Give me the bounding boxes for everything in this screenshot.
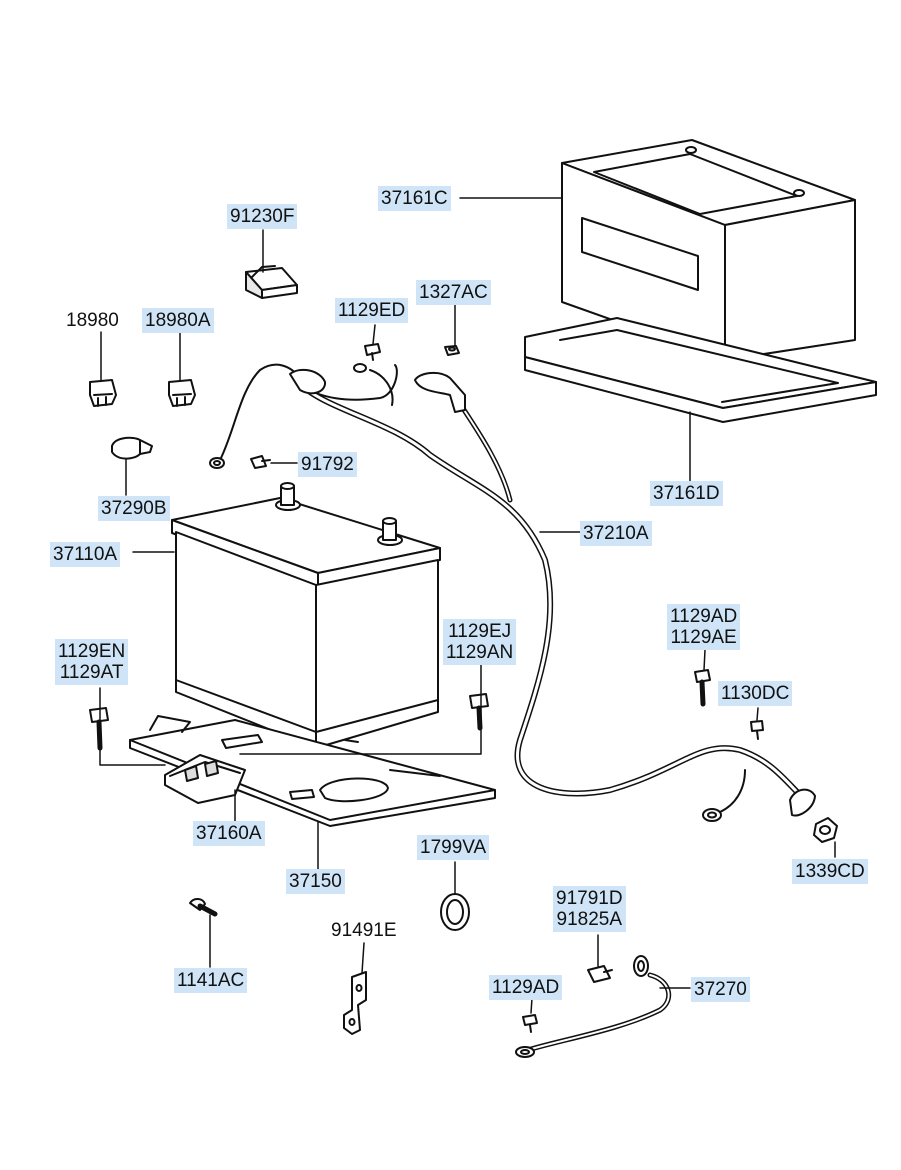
- label-1327AC: 1327AC: [416, 280, 491, 305]
- label-37161C: 37161C: [378, 186, 451, 211]
- label-1129EJ: 1129EJ: [448, 621, 512, 642]
- leader-lines: [99, 197, 836, 1014]
- label-37161D: 37161D: [650, 481, 723, 506]
- label-37150: 37150: [286, 869, 345, 894]
- ground-strap-37270[interactable]: [515, 955, 672, 1058]
- battery-tray-37161D[interactable]: [524, 317, 877, 423]
- label-1129ED: 1129ED: [335, 298, 409, 323]
- label-1129EJ-1129AN: 1129EJ 1129AN: [443, 619, 517, 665]
- label-91825A: 91825A: [556, 909, 623, 930]
- label-1129AE: 1129AE: [670, 627, 737, 648]
- bolt-1129AD-top[interactable]: [694, 669, 711, 707]
- ring-1799VA[interactable]: [440, 893, 470, 931]
- label-1339CD: 1339CD: [792, 859, 868, 884]
- clamp-37160A[interactable]: [164, 754, 246, 804]
- terminal-cap-37290B[interactable]: [111, 436, 153, 460]
- bracket-91491E[interactable]: [343, 971, 367, 1035]
- label-1130DC: 1130DC: [718, 681, 793, 706]
- bolt-1129ED[interactable]: [364, 343, 381, 361]
- battery-cable-37210A[interactable]: [209, 363, 816, 822]
- label-1129EN: 1129EN: [58, 641, 126, 662]
- bolt-1141AC[interactable]: [189, 898, 218, 917]
- nut-1339CD[interactable]: [813, 817, 838, 843]
- label-37210A: 37210A: [580, 521, 652, 546]
- label-37110A: 37110A: [50, 542, 121, 567]
- label-1129AD-top: 1129AD: [670, 606, 738, 627]
- bolt-91792[interactable]: [250, 455, 271, 469]
- label-91791D-91825A: 91791D 91825A: [553, 886, 626, 932]
- bolt-91791D[interactable]: [587, 965, 613, 983]
- clip-18980A[interactable]: [168, 379, 196, 407]
- battery-cover-37161C[interactable]: [561, 139, 856, 361]
- bolt-1129EJ[interactable]: [469, 693, 489, 731]
- label-1129AN: 1129AN: [446, 642, 514, 663]
- label-18980A: 18980A: [142, 308, 214, 333]
- label-1129EN-1129AT: 1129EN 1129AT: [55, 639, 129, 685]
- label-37290B: 37290B: [98, 496, 170, 521]
- label-91791D: 91791D: [556, 888, 623, 909]
- bolt-1130DC[interactable]: [750, 720, 764, 740]
- label-37270: 37270: [691, 977, 750, 1002]
- label-91792: 91792: [298, 452, 357, 477]
- bolt-1129AD-bottom[interactable]: [522, 1014, 538, 1033]
- label-1129AD-bottom: 1129AD: [489, 975, 563, 1000]
- label-1141AC: 1141AC: [174, 968, 248, 993]
- battery-37110A[interactable]: [171, 482, 441, 749]
- label-1129AT: 1129AT: [59, 662, 124, 683]
- battery-plate-37150[interactable]: [129, 715, 496, 827]
- fuse-91230F[interactable]: [245, 265, 298, 299]
- bolt-1129EN[interactable]: [89, 707, 109, 751]
- nut-1327AC[interactable]: [444, 345, 460, 356]
- label-37160A: 37160A: [193, 821, 265, 846]
- label-18980: 18980: [66, 310, 119, 331]
- clip-18980[interactable]: [89, 379, 117, 407]
- label-1799VA: 1799VA: [417, 835, 490, 860]
- label-1129AD-1129AE: 1129AD 1129AE: [667, 604, 741, 650]
- label-91491E: 91491E: [331, 920, 397, 941]
- label-91230F: 91230F: [227, 204, 298, 229]
